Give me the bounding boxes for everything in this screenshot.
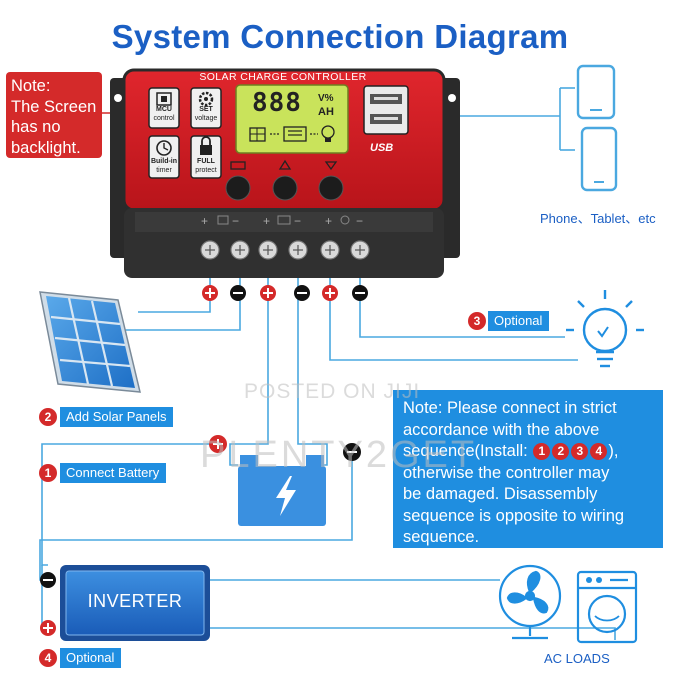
step-1-label: Connect Battery xyxy=(60,463,167,483)
inverter-label: INVERTER xyxy=(87,591,183,611)
phone-icon xyxy=(576,64,616,120)
fan-icon xyxy=(498,564,562,640)
install-note: Note: Please connect in strict accordanc… xyxy=(393,390,663,548)
lcd-battery-icon xyxy=(283,126,307,142)
seq-num-1: 1 xyxy=(533,443,551,460)
solar-panel xyxy=(39,291,141,393)
controller-header: SOLAR CHARGE CONTROLLER xyxy=(199,71,367,83)
light-bulb-icon xyxy=(566,290,644,368)
terminal-sym-6: − xyxy=(356,214,364,228)
diagram-title: System Connection Diagram xyxy=(111,18,569,55)
install-note-line: Note: Please connect in strict xyxy=(403,399,617,417)
screen-note: Note: The Screen has no backlight. xyxy=(6,72,102,158)
charge-controller xyxy=(110,68,460,278)
terminal-sym-5: + xyxy=(325,214,333,228)
set-label-2: voltage xyxy=(194,115,218,122)
install-note-line: accordance with the above xyxy=(403,420,600,439)
gear-icon xyxy=(198,91,214,107)
set-label-1: SET xyxy=(199,106,213,113)
screen-note-line: has no xyxy=(11,118,61,136)
screen-note-line: backlight. xyxy=(11,138,81,157)
lcd-digits: 888 xyxy=(252,88,302,118)
install-note-line: sequence is opposite to wiring xyxy=(403,506,625,525)
step-3-label: Optional xyxy=(488,311,550,331)
terminal-solar-symbol-icon xyxy=(217,215,229,225)
seq-num-2: 2 xyxy=(552,443,570,460)
timer-label-2: timer xyxy=(156,167,172,174)
wire-inv-pos-main xyxy=(41,443,210,566)
lcd-screen xyxy=(235,84,349,154)
screen-note-line: Note: xyxy=(11,77,51,95)
washing-machine-icon xyxy=(576,570,638,644)
step-1-badge: 1 xyxy=(39,464,57,482)
terminal-sym-2: − xyxy=(232,214,240,228)
wire-bat-neg xyxy=(297,258,328,466)
battery-symbol-icon xyxy=(230,161,246,170)
triangle-up-icon xyxy=(278,159,292,170)
screen-note-line: The Screen xyxy=(11,97,97,116)
seq-num-4: 4 xyxy=(590,443,608,460)
mcu-label-1: MCU xyxy=(156,106,172,113)
install-note-line: otherwise the controller may xyxy=(403,463,610,482)
wire-load-neg xyxy=(359,258,565,338)
install-note-seq-prefix: sequence(Install: xyxy=(403,442,533,460)
battery-icon xyxy=(209,435,361,526)
down-button xyxy=(318,175,344,201)
step-2-label: Add Solar Panels xyxy=(60,407,174,427)
terminal-screws xyxy=(200,240,370,260)
terminal-load-symbol-icon xyxy=(340,215,350,225)
polarity-markers xyxy=(202,285,368,301)
wire-ac-2 xyxy=(205,627,616,640)
install-note-line: be damaged. Disassembly xyxy=(403,485,598,503)
step-4-badge: 4 xyxy=(39,649,57,667)
timer-label-1: Build-in xyxy=(150,158,178,165)
terminal-sym-4: − xyxy=(294,214,302,228)
menu-button xyxy=(225,175,251,201)
install-note-seq-suffix: ), xyxy=(608,442,619,460)
chip-icon xyxy=(156,92,172,106)
lcd-unit-top: V% xyxy=(318,93,334,104)
clock-icon xyxy=(156,140,172,156)
up-button xyxy=(272,175,298,201)
terminal-sym-1: + xyxy=(201,214,209,228)
step-3-badge: 3 xyxy=(468,312,486,330)
lock-icon xyxy=(200,145,212,155)
wire-solar-neg xyxy=(122,258,241,331)
wire-bat-pos xyxy=(229,258,269,466)
full-label-2: protect xyxy=(195,167,217,174)
full-label-1: FULL xyxy=(197,158,215,165)
lcd-unit-bottom: AH xyxy=(318,106,334,118)
terminal-sym-3: + xyxy=(263,214,271,228)
controller-function-buttons xyxy=(148,87,222,179)
usb-ports xyxy=(363,85,409,135)
step-2-badge: 2 xyxy=(39,408,57,426)
tablet-icon xyxy=(580,126,618,192)
install-note-line: sequence. xyxy=(403,528,480,546)
mcu-label-2: control xyxy=(153,115,175,122)
triangle-down-icon xyxy=(324,161,338,171)
ac-loads-label: AC LOADS xyxy=(544,651,610,666)
devices-label: Phone、Tablet、etc xyxy=(540,211,656,226)
terminal-battery-symbol-icon xyxy=(277,215,291,225)
seq-num-3: 3 xyxy=(571,443,589,460)
usb-label: USB xyxy=(370,142,394,154)
inverter-box xyxy=(40,565,210,641)
step-4-label: Optional xyxy=(60,648,122,668)
